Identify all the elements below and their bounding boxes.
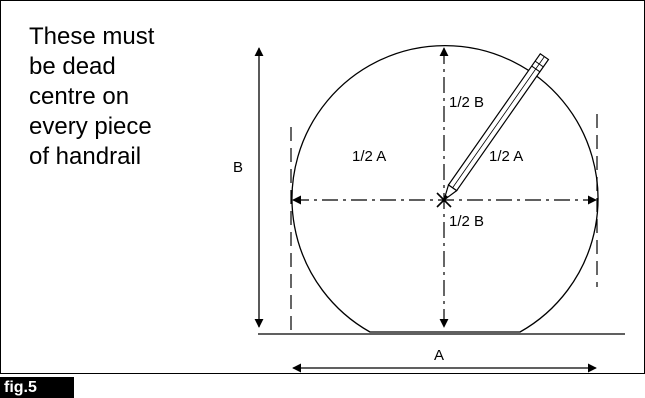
caption-line: centre on bbox=[29, 83, 130, 110]
instruction-caption: These must be dead centre on every piece… bbox=[29, 22, 219, 172]
half-a-label-right: 1/2 A bbox=[489, 148, 523, 165]
pencil-icon bbox=[442, 52, 550, 202]
caption-line: These must bbox=[29, 23, 155, 50]
half-b-label-top: 1/2 B bbox=[449, 94, 484, 111]
handrail-profile-outline bbox=[291, 45, 599, 333]
caption-line: every piece bbox=[29, 113, 152, 140]
dimension-b-label: B bbox=[233, 159, 243, 176]
dimension-a-label: A bbox=[434, 347, 444, 364]
half-a-label-left: 1/2 A bbox=[352, 148, 386, 165]
caption-line: be dead bbox=[29, 53, 116, 80]
half-b-label-bottom: 1/2 B bbox=[449, 213, 484, 230]
figure-number-badge: fig.5 bbox=[0, 377, 74, 398]
caption-line: of handrail bbox=[29, 143, 142, 170]
